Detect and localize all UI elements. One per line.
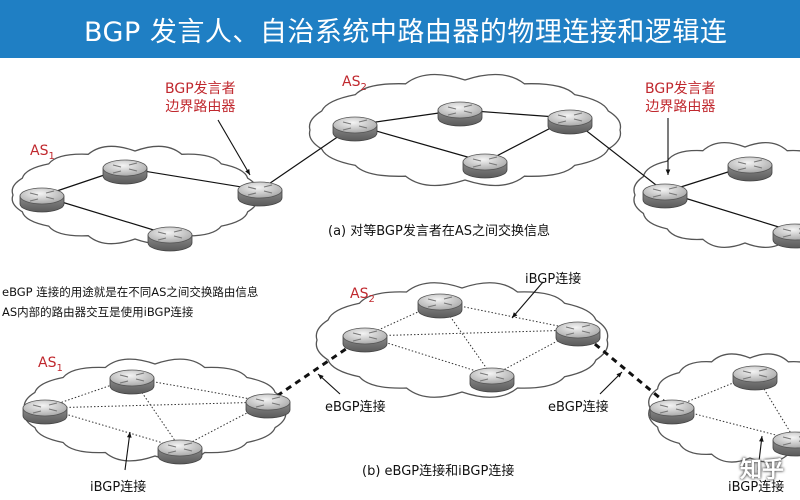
watermark: 知乎 [740, 458, 785, 483]
ibgp-link [754, 373, 796, 441]
top-as1-label: AS1 [30, 143, 55, 162]
notes: eBGP 连接的用途就是在不同AS之间交换路由信息 AS内部的路由器交互是使用i… [2, 282, 258, 322]
router-icon [437, 101, 483, 127]
router-icon [547, 109, 593, 135]
ibgp-link [179, 401, 269, 449]
cloud-bottom-as2 [315, 282, 609, 398]
router-icon [109, 369, 155, 395]
ibgp-bottom-right-arrow [757, 435, 763, 471]
ebgp-right-arrow-head [616, 372, 622, 378]
ebgp-link-right [577, 328, 673, 410]
router-icon [732, 365, 778, 391]
title-bar: BGP 发言人、自治系统中路由器的物理连接和逻辑连 [0, 0, 800, 58]
router-icon [772, 431, 800, 457]
routers-layer [19, 101, 800, 465]
cloud-top-as1 [11, 145, 259, 245]
ibgp-link [364, 329, 579, 337]
router-icon [469, 367, 515, 393]
bottom-as2-label: AS2 [350, 286, 375, 305]
top-link [124, 167, 261, 191]
ebgp-left-arrow-head [318, 374, 324, 380]
router-icon [342, 327, 388, 353]
note-ebgp: eBGP 连接的用途就是在不同AS之间交换路由信息 [2, 285, 259, 299]
caption-a: (a) 对等BGP发言者在AS之间交换信息 [328, 224, 550, 239]
speaker-left-arrow-head [245, 169, 250, 175]
ibgp-bottom-left-arrow [124, 431, 131, 471]
router-icon [649, 399, 695, 425]
ibgp-link [44, 407, 181, 449]
caption-b: (b) eBGP连接和iBGP连接 [362, 464, 515, 479]
ibgp-top-label: iBGP连接 [525, 272, 582, 287]
speaker-right-arrow-head [665, 169, 671, 175]
ibgp-link [44, 401, 269, 409]
ibgp-link [439, 301, 579, 331]
ibgp-bottom-right-label: iBGP连接 [728, 480, 785, 495]
ibgp-bottom-left-arrow-head [126, 432, 132, 438]
ibgp-top-arrow-head [512, 312, 518, 318]
router-icon [462, 153, 508, 179]
note-ibgp: AS内部的路由器交互是使用iBGP连接 [2, 305, 194, 319]
top-as2-label: AS2 [342, 74, 367, 93]
cloud-top-as2 [308, 73, 622, 187]
ibgp-top-arrow [511, 281, 544, 319]
router-icon [332, 116, 378, 142]
ebgp-link-left [267, 334, 366, 404]
router-icon [772, 223, 800, 249]
bottom-as1-label: AS1 [38, 355, 63, 374]
router-icon [555, 321, 601, 347]
speaker-left-arrow [217, 119, 251, 176]
slide-title: BGP 发言人、自治系统中路由器的物理连接和逻辑连 [84, 17, 728, 48]
speaker-right-label: BGP发言者 边界路由器 [645, 81, 716, 115]
router-icon [22, 399, 68, 425]
ebgp-right-label: eBGP连接 [548, 400, 609, 415]
router-icon [237, 181, 283, 207]
ibgp-bottom-left-label: iBGP连接 [90, 480, 147, 495]
router-icon [157, 439, 203, 465]
router-icon [727, 156, 773, 182]
router-icon [19, 187, 65, 213]
speaker-left-label: BGP发言者 边界路由器 [165, 81, 236, 115]
router-icon [245, 393, 291, 419]
ibgp-bottom-right-arrow-head [759, 436, 764, 442]
router-icon [417, 293, 463, 319]
router-icon [147, 226, 193, 252]
router-icon [102, 159, 148, 185]
router-icon [642, 183, 688, 209]
ebgp-left-label: eBGP连接 [325, 400, 386, 415]
